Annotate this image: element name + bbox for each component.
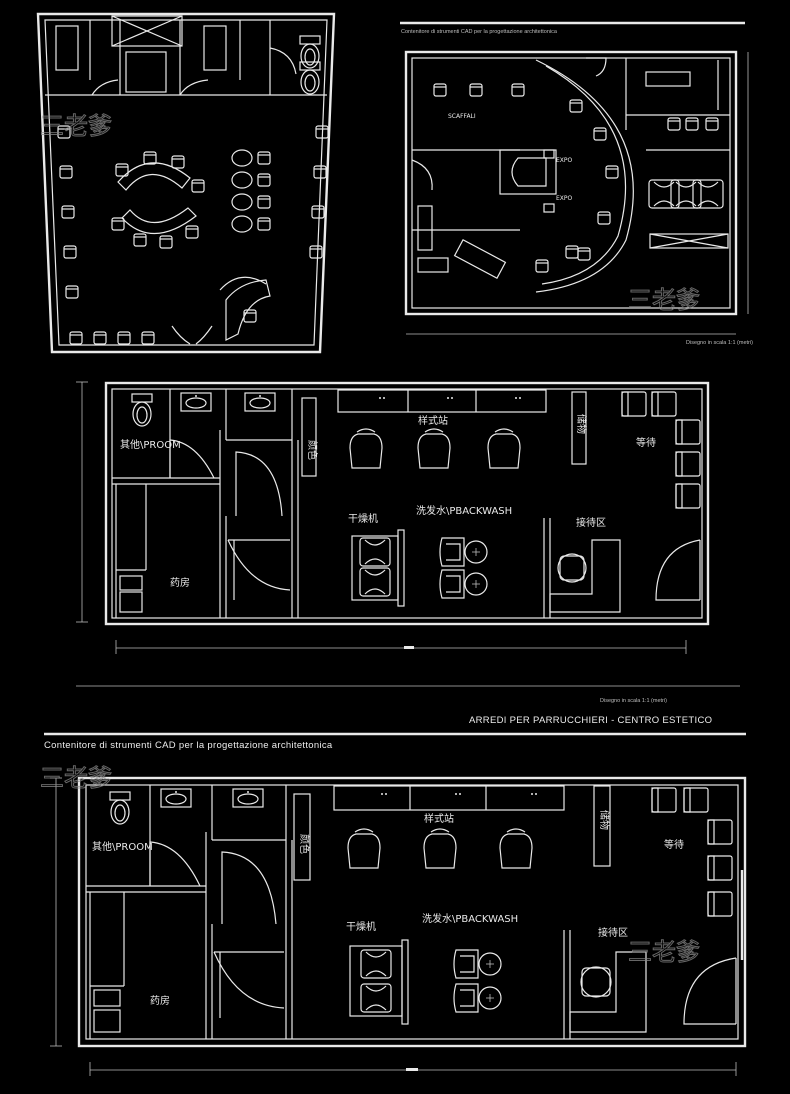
plan2-label-color: 颜色 xyxy=(298,834,311,854)
watermark-2: 三老爹 xyxy=(628,286,700,314)
plan2-label-backwash: 洗发水\PBACKWASH xyxy=(422,912,518,925)
plan1-label-styling: 样式站 xyxy=(418,414,448,427)
title-text: ARREDI PER PARRUCCHIERI - CENTRO ESTETIC… xyxy=(469,715,712,726)
label-expo-1: EXPO xyxy=(556,157,573,164)
plan-1: 其他\PROOM 药房 颜色 样式站 储物 等待 干燥机 洗发水\PBACKWA… xyxy=(76,381,710,654)
plan1-label-waiting: 等待 xyxy=(636,436,656,449)
title-block: Disegno in scala 1:1 (metri) ARREDI PER … xyxy=(44,685,746,751)
watermark-3: 三老爹 xyxy=(40,764,112,792)
plan2-label-dispensary: 药房 xyxy=(150,994,170,1007)
plan1-label-backwash: 洗发水\PBACKWASH xyxy=(416,504,512,517)
label-shelf: SCAFFALI xyxy=(448,113,476,120)
watermark-4: 三老爹 xyxy=(628,938,700,966)
title-caption: Contenitore di strumenti CAD per la prog… xyxy=(44,740,333,751)
plan2-label-dryer: 干燥机 xyxy=(346,920,376,933)
plan-top-left xyxy=(36,12,336,354)
plan1-label-color: 颜色 xyxy=(306,440,319,460)
plan2-label-other-room: 其他\PROOM xyxy=(92,840,153,853)
plan1-label-storage: 储物 xyxy=(575,414,588,434)
plan2-label-storage: 储物 xyxy=(598,810,611,830)
plan1-label-other-room: 其他\PROOM xyxy=(120,438,181,451)
plan-2: 其他\PROOM 药房 颜色 样式站 储物 等待 干燥机 洗发水\PBACKWA… xyxy=(50,776,747,1076)
top-caption: Contenitore di strumenti CAD per la prog… xyxy=(401,29,558,35)
title-scale-note: Disegno in scala 1:1 (metri) xyxy=(600,698,667,704)
plan1-label-dispensary: 药房 xyxy=(170,576,190,589)
label-expo-2: EXPO xyxy=(556,195,573,202)
watermarks: 三老爹 三老爹 三老爹 三老爹 xyxy=(40,112,701,967)
watermark-1: 三老爹 xyxy=(40,112,112,140)
top-scale-note: Disegno in scala 1:1 (metri) xyxy=(686,340,753,346)
plan2-label-waiting: 等待 xyxy=(664,838,684,851)
plan2-label-styling: 样式站 xyxy=(424,812,454,825)
plan1-label-dryer: 干燥机 xyxy=(348,512,378,525)
plan1-label-reception: 接待区 xyxy=(576,516,606,529)
plan-top-right: Contenitore di strumenti CAD per la prog… xyxy=(400,21,753,346)
plan2-label-reception: 接待区 xyxy=(598,926,628,939)
